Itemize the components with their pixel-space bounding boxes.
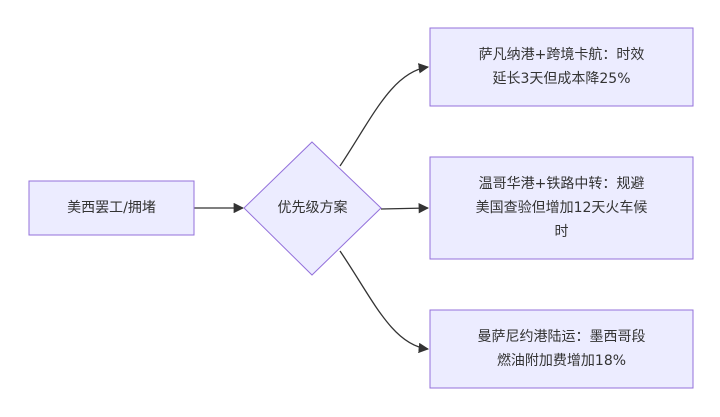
start-node-label: 美西罢工/拥堵 [29, 181, 194, 235]
option-savannah-line2: 延长3天但成本降25% [492, 71, 631, 87]
option-vancouver-line3: 时 [554, 224, 569, 240]
decision-label-text: 优先级方案 [277, 200, 348, 216]
start-label-text: 美西罢工/拥堵 [67, 200, 156, 216]
option-manzanillo-node [429, 309, 694, 389]
edge-decision-to-vancouver [380, 203, 430, 214]
option-vancouver-line2: 美国查验但增加12天火车候 [475, 200, 648, 216]
edge-decision-to-savannah [339, 63, 430, 167]
option-vancouver-line1: 温哥华港+铁路中转：规避 [478, 176, 645, 192]
option-savannah-line1: 萨凡纳港+跨境卡航：时效 [478, 47, 645, 63]
option-vancouver-label: 温哥华港+铁路中转：规避 美国查验但增加12天火车候 时 [430, 157, 693, 259]
option-manzanillo-line2: 燃油附加费增加18% [496, 353, 627, 369]
decision-node-label: 优先级方案 [244, 196, 381, 220]
edge-decision-to-manzanillo [339, 250, 430, 354]
decision-node [243, 141, 382, 276]
option-savannah-node [429, 27, 694, 107]
start-node [28, 180, 195, 236]
option-manzanillo-label: 曼萨尼约港陆运：墨西哥段 燃油附加费增加18% [430, 310, 693, 388]
option-vancouver-node [429, 156, 694, 260]
option-manzanillo-line1: 曼萨尼约港陆运：墨西哥段 [477, 329, 646, 345]
option-savannah-label: 萨凡纳港+跨境卡航：时效 延长3天但成本降25% [430, 28, 693, 106]
